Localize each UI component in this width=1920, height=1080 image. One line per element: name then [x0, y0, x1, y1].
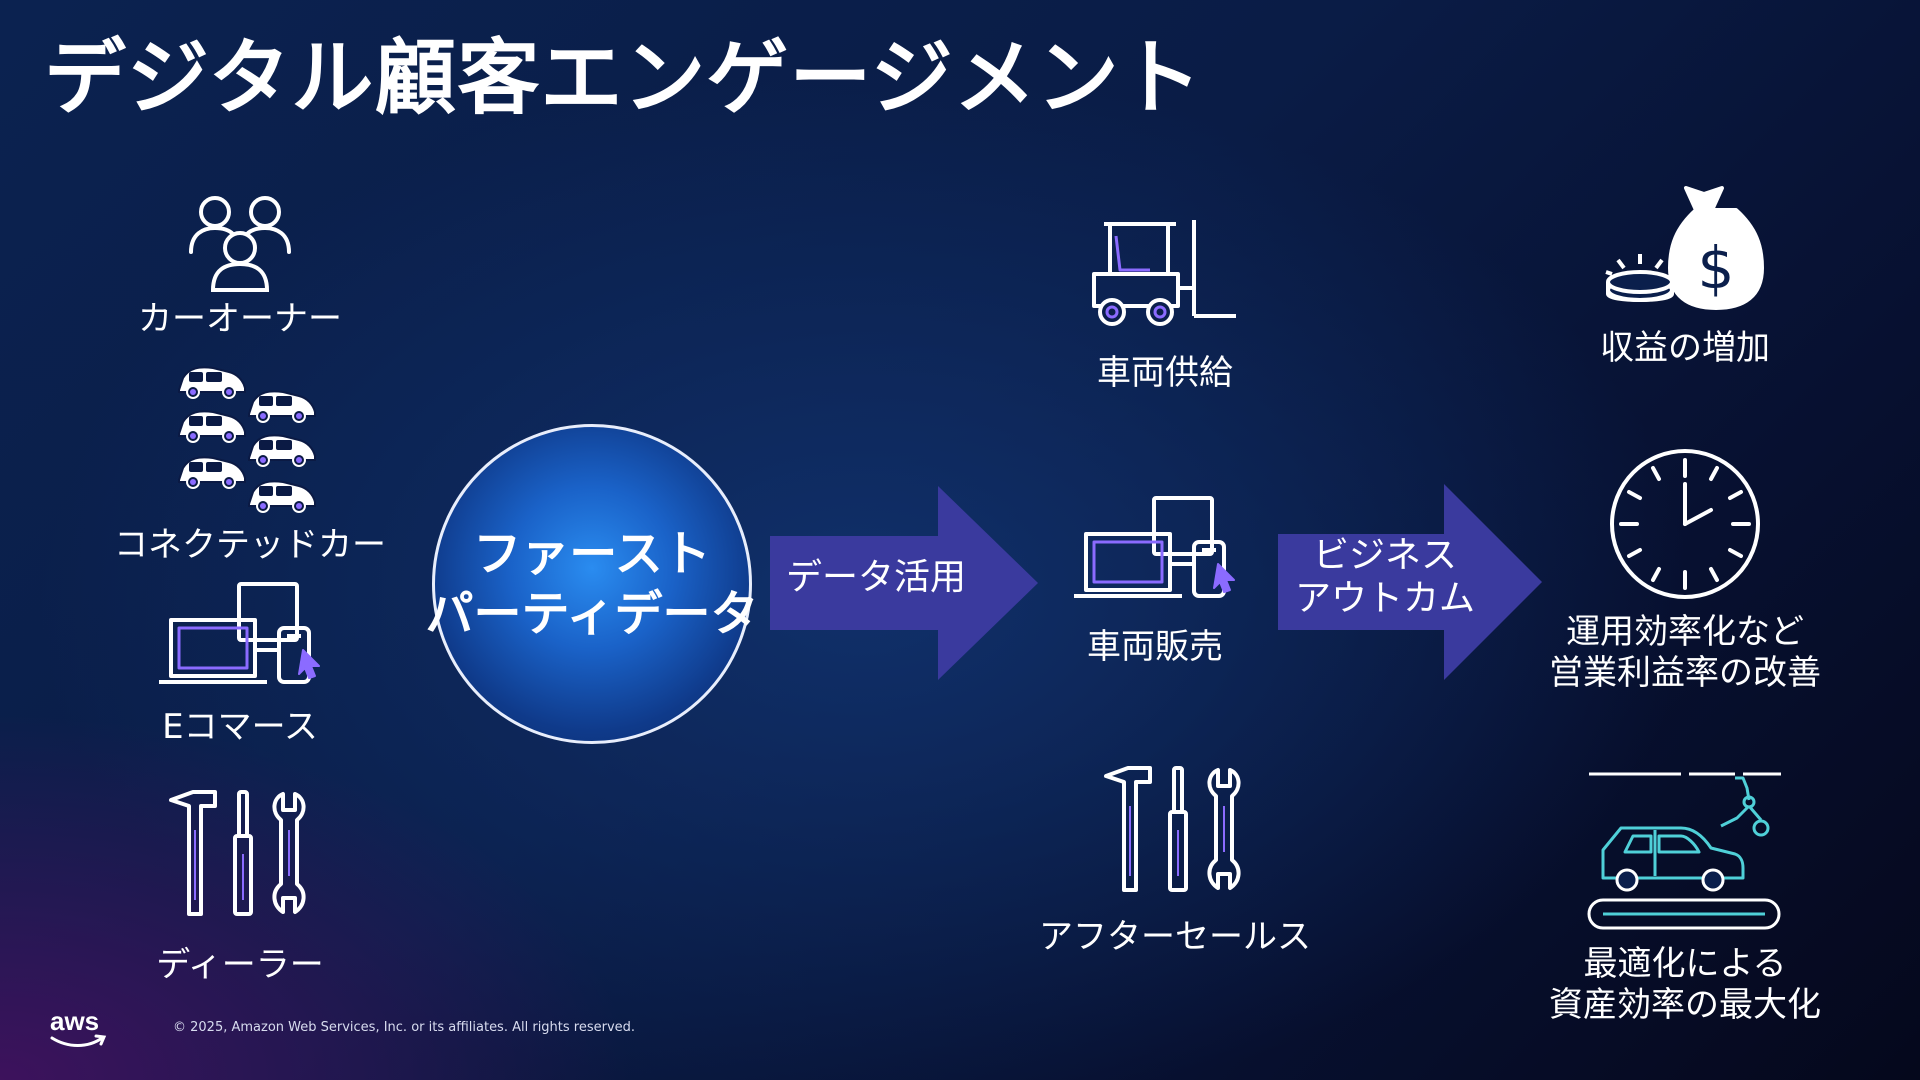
outcome-line2: 営業利益率の改善	[1549, 653, 1821, 694]
tools-icon	[169, 790, 306, 916]
aws-logo-text: aws	[50, 1006, 99, 1036]
circle-line2: パーティデータ	[425, 586, 759, 642]
arrow1-label: データ活用	[786, 557, 967, 598]
tools-icon	[1104, 766, 1241, 892]
devices-sales-icon	[1074, 496, 1235, 598]
outcome-text: 最適化による 資産効率の最大化	[1549, 944, 1821, 1027]
money-bag-icon: $	[1605, 186, 1764, 310]
source-ecommerce: Eコマース	[140, 580, 340, 749]
copyright-text: © 2025, Amazon Web Services, Inc. or its…	[173, 1020, 636, 1035]
arrow2-line2: アウトカム	[1294, 578, 1475, 620]
source-connected-car: コネクテッドカー	[100, 364, 400, 567]
forklift-icon	[1092, 220, 1236, 326]
first-party-data-circle: ファースト パーティデータ	[425, 424, 759, 744]
business-label: 車両供給	[1097, 353, 1233, 393]
source-label: ディーラー	[156, 945, 324, 985]
arrow-business-outcome	[1278, 484, 1542, 680]
source-car-owner: カーオーナー	[130, 190, 350, 341]
svg-text:$: $	[1698, 234, 1735, 302]
people-group-icon	[189, 196, 291, 292]
source-label: カーオーナー	[138, 299, 342, 339]
assembly-line-icon	[1587, 772, 1781, 930]
business-label: アフターセールス	[1039, 917, 1311, 957]
outcome-line2: 資産効率の最大化	[1549, 985, 1821, 1026]
arrow2-label: ビジネス アウトカム	[1290, 534, 1480, 620]
outcome-text: 運用効率化など 営業利益率の改善	[1549, 612, 1821, 695]
business-vehicle-sales: 車両販売	[1050, 494, 1260, 669]
outcome-line1: 運用効率化など	[1566, 612, 1804, 652]
outcome-line1: 最適化による	[1583, 944, 1787, 984]
arrow-data-utilization	[770, 486, 1038, 680]
business-label: 車両販売	[1087, 627, 1223, 667]
connected-cars-icon	[178, 366, 316, 513]
page-title: デジタル顧客エンゲージメント	[44, 31, 1203, 126]
source-dealer: ディーラー	[130, 790, 350, 987]
aws-logo: aws	[48, 1006, 108, 1050]
outcome-revenue: $ 収益の増加	[1560, 184, 1810, 369]
business-after-sales: アフターセールス	[1020, 766, 1330, 959]
business-vehicle-supply: 車両供給	[1060, 218, 1270, 395]
circle-line1: ファースト	[473, 526, 711, 582]
outcome-operating-margin: 運用効率化など 営業利益率の改善	[1530, 446, 1840, 695]
outcome-asset-efficiency: 最適化による 資産効率の最大化	[1530, 770, 1840, 1027]
source-label: Eコマース	[162, 707, 318, 747]
source-label: コネクテッドカー	[114, 525, 386, 565]
arrow2-line1: ビジネス	[1312, 535, 1457, 576]
outcome-line1: 収益の増加	[1600, 328, 1770, 368]
outcome-text: 収益の増加	[1600, 328, 1770, 369]
clock-icon	[1610, 449, 1760, 599]
devices-ecommerce-icon	[159, 582, 320, 684]
